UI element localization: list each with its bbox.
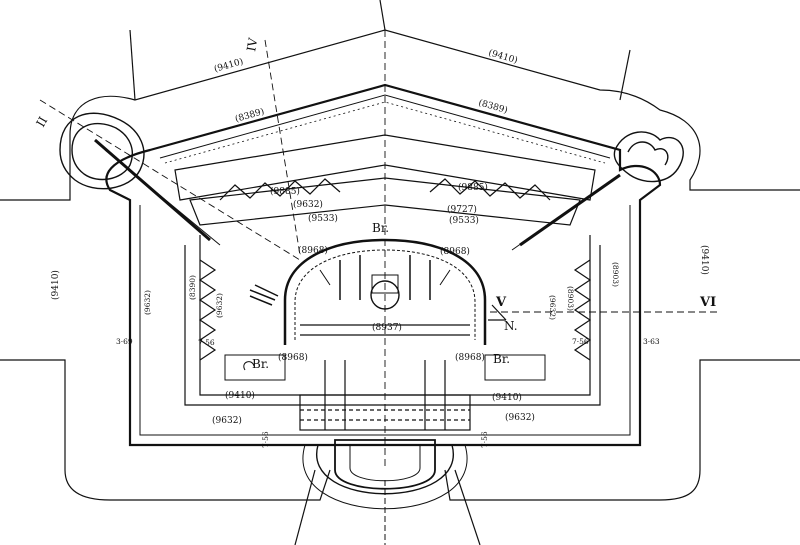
elev-flank-right-c: (8903) <box>611 262 620 287</box>
elev-core-center: (8937) <box>372 322 402 333</box>
elev-flank-left-c: (9632) <box>143 290 152 315</box>
dim-side-depth-left: 3·69 <box>116 337 133 346</box>
elev-flank-left-a: (8390) <box>188 275 197 300</box>
elev-parapet-right: (8389) <box>477 97 509 116</box>
inner-works <box>174 134 601 406</box>
elev-rear-left: (9410) <box>225 390 255 401</box>
north-mark: N. <box>504 319 518 333</box>
dim-rear-depth-left: 7·56 <box>261 431 270 448</box>
left-corner-caponier <box>59 112 221 246</box>
elev-core-bottom-left: (8968) <box>278 352 308 363</box>
elev-flank-left-b: (9632) <box>215 293 224 318</box>
section-mark-vi: VI <box>699 295 716 310</box>
elev-inner-right-a: (9727) <box>447 204 477 215</box>
elev-inner-right-upper: (9885) <box>458 182 488 193</box>
bridge-label-right: Br. <box>493 352 510 366</box>
dim-rear-depth-right: 7·56 <box>480 431 489 448</box>
elev-inner-left-a: (9632) <box>293 199 323 210</box>
elev-inner-left-b: (9533) <box>308 213 338 224</box>
section-arrows <box>488 304 507 321</box>
section-mark-v: V <box>495 295 507 310</box>
elev-inner-right-b: (9533) <box>449 215 479 226</box>
elev-outer-left: (9410) <box>50 270 61 300</box>
section-lines <box>39 30 720 470</box>
elev-flank-right-b: (9632) <box>548 295 557 320</box>
dim-side-small-right: 7·56 <box>572 337 589 346</box>
section-mark-iv: IV <box>244 37 260 53</box>
rampart-outer <box>105 83 662 447</box>
dim-side-depth-right: 3·63 <box>643 337 660 346</box>
section-mark-ii: II <box>33 114 50 129</box>
bridge-label-left: Br. <box>252 357 269 371</box>
flank-rooms <box>224 354 546 381</box>
elev-flank-right-a: (8903) <box>566 286 575 311</box>
elev-top-left-face: (9410) <box>213 56 245 75</box>
elev-outer-right: (9410) <box>699 245 710 275</box>
elev-rear-right: (9410) <box>492 392 522 403</box>
elev-core-bottom-right: (8968) <box>455 352 485 363</box>
elev-core-right: (8968) <box>440 246 470 257</box>
elev-core-left: (8968) <box>298 245 328 256</box>
elev-rear-inner-left: (9632) <box>212 415 242 426</box>
elev-rear-inner-right: (9632) <box>505 412 535 423</box>
elev-inner-left-upper: (9885) <box>270 186 300 197</box>
bridge-label-top: Br. <box>372 221 389 235</box>
right-corner-caponier <box>511 131 684 251</box>
dim-side-small-left: 7·56 <box>198 338 215 347</box>
